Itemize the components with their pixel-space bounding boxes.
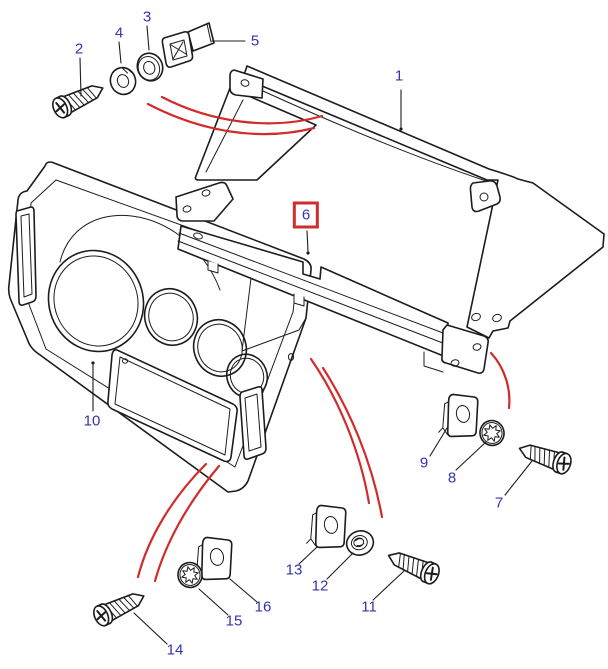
rail-left-bracket [175,181,234,222]
part-label-5[interactable]: 5 [250,32,260,50]
part-label-16[interactable]: 16 [254,598,272,616]
part-4-lock-washer [109,66,137,96]
part-label-14[interactable]: 14 [166,641,184,659]
red-arrow-mid [309,357,384,519]
part-label-13[interactable]: 13 [285,561,303,579]
leader-line-7 [504,460,533,496]
leader-line-12 [326,552,354,580]
red-arrow-right [489,351,511,410]
leader-line-14 [133,612,168,645]
red-arrow-top-swoosh [146,95,324,136]
part-label-4[interactable]: 4 [114,24,124,42]
part-8-star-washer [476,417,508,449]
leader-line-13 [298,546,318,565]
part-10-instrument-bezel [7,161,312,493]
part-6-lower-rail [175,181,489,374]
part-label-2[interactable]: 2 [74,40,84,58]
leader-lines [79,25,533,645]
part-label-15[interactable]: 15 [225,612,243,630]
leader-line-15 [198,588,229,616]
part-label-1[interactable]: 1 [394,67,404,85]
red-arrow-bottom-left [136,462,221,583]
part-label-9[interactable]: 9 [419,454,429,472]
part-11-screw [383,544,443,587]
part-label-8[interactable]: 8 [447,469,457,487]
leader-line-4 [118,41,122,64]
part-label-10[interactable]: 10 [83,412,101,430]
part-14-screw [89,585,150,630]
part-15-star-washer [174,559,206,591]
leader-line-11 [372,570,405,601]
leader-line-3 [146,25,150,51]
part-2-screw [48,77,109,122]
rail-right-bracket [441,324,489,374]
part-label-11[interactable]: 11 [361,598,377,616]
leader-line-6 [306,230,309,252]
leader-line-2 [79,57,82,97]
part-label-3[interactable]: 3 [142,8,152,26]
leader-line-9 [429,427,448,457]
part-3-plain-washer [136,52,164,82]
part-label-6-highlighted[interactable]: 6 [292,201,320,229]
leader-line-16 [229,578,258,603]
leader-line-8 [455,441,487,471]
part-13-clip [305,502,350,552]
part-12-cup-washer [345,530,375,556]
part-5-blanking-plug [161,22,215,68]
part-label-12[interactable]: 12 [311,577,329,595]
part-label-7[interactable]: 7 [494,494,504,512]
